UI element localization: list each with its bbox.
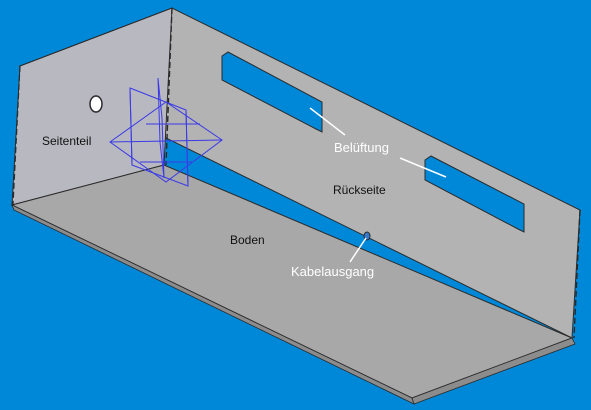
label-side-panel: Seitenteil: [42, 134, 91, 148]
side-wall-front-edge: [12, 65, 21, 206]
floor-right-edge: [411, 337, 576, 405]
label-cable-outlet: Kabelausgang: [291, 264, 374, 279]
label-ventilation: Belüftung: [334, 140, 389, 155]
ventilation-slot-1: [221, 51, 323, 133]
callout-line-ventilation-2: [399, 157, 447, 178]
callout-line-ventilation-1: [309, 107, 346, 136]
plane-axis-3: [109, 139, 223, 143]
plane-axis-2: [185, 109, 189, 187]
ventilation-slot-2: [424, 155, 525, 233]
side-wall-back-edge: [165, 7, 173, 166]
back-wall-right-edge: [573, 209, 581, 339]
label-bottom: Boden: [230, 233, 265, 247]
label-back-side: Rückseite: [333, 183, 386, 197]
plane-top: [157, 77, 165, 179]
callout-line-cable-outlet: [349, 237, 367, 263]
side-wall-hole: [89, 95, 103, 113]
coordinate-planes: [109, 77, 223, 187]
plane-axis-1: [129, 87, 133, 166]
